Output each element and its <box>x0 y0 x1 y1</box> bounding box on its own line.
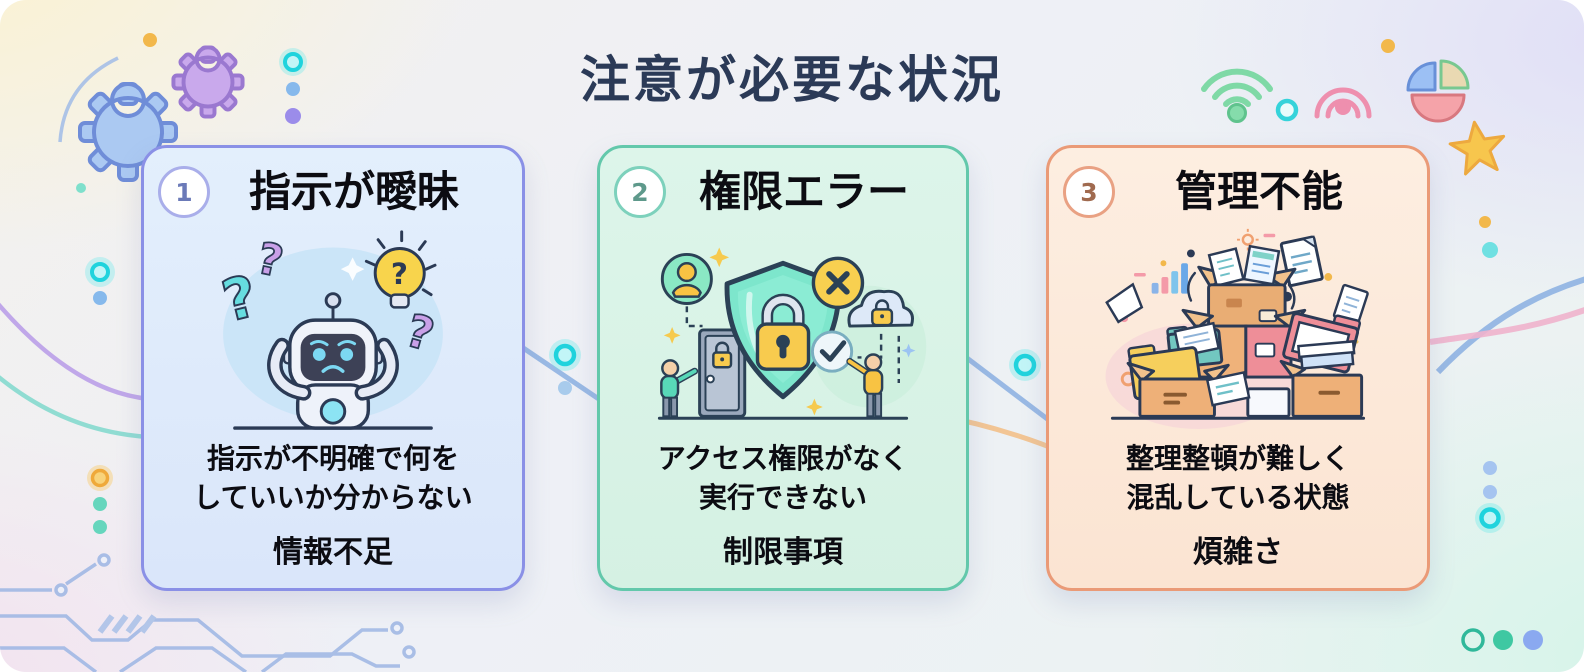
illustration-area <box>1061 224 1415 432</box>
top-box <box>1197 244 1297 330</box>
label-slip <box>1205 371 1251 407</box>
card-unmanageable: 3 管理不能 <box>1046 145 1430 591</box>
illustration-area: ? ? ? ? <box>156 224 510 432</box>
indicator-dot-teal <box>1493 630 1513 650</box>
sparkles <box>663 247 916 416</box>
card-description: 整理整頓が難しく 混乱している状態 <box>1125 442 1350 514</box>
card-permission-error: 2 権限エラー <box>597 145 969 591</box>
card-header: 2 権限エラー <box>604 164 962 218</box>
white-box <box>1246 387 1291 418</box>
illustration-area <box>612 224 954 432</box>
indicator-dot-blue <box>1523 630 1543 650</box>
person-left <box>660 359 699 418</box>
slide-indicator[interactable] <box>1461 628 1543 652</box>
check-badge-icon <box>810 330 854 373</box>
card-title: 指示が曖昧 <box>248 166 459 216</box>
robot <box>267 292 399 430</box>
card-header: 1 指示が曖昧 <box>148 164 518 218</box>
x-badge-icon <box>811 256 865 310</box>
person-right <box>846 353 884 418</box>
indicator-dot-outline <box>1461 628 1485 652</box>
card-header: 3 管理不能 <box>1053 164 1423 218</box>
card-tag: 情報不足 <box>273 535 393 571</box>
messy-boxes-illustration <box>1105 228 1369 430</box>
card-description: アクセス権限がなく 実行できない <box>657 442 909 514</box>
card-title: 管理不能 <box>1174 166 1343 216</box>
user-avatar-icon <box>660 252 713 305</box>
bottom-right-box <box>1279 340 1364 418</box>
card-tag: 煩雑さ <box>1193 535 1283 571</box>
number-badge: 2 <box>614 166 666 218</box>
door <box>698 328 747 418</box>
card-title: 権限エラー <box>698 166 909 216</box>
mini-bar-chart-icon <box>1134 249 1195 294</box>
cloud-lock-icon <box>847 289 914 328</box>
card-description: 指示が不明確で何を していいか分からない <box>193 442 473 514</box>
confused-robot-illustration: ? ? ? ? <box>215 230 443 430</box>
page-title: 注意が必要な状況 <box>580 51 1004 109</box>
number-badge: 3 <box>1063 166 1115 218</box>
padlock-icon <box>755 293 811 371</box>
card-tag: 制限事項 <box>723 535 843 571</box>
star-icon <box>1448 120 1506 176</box>
svg-text:?: ? <box>391 257 408 291</box>
dashed-connectors <box>685 306 900 383</box>
number-badge: 1 <box>158 166 210 218</box>
locked-shield-illustration <box>657 247 927 420</box>
lightbulb-icon: ? <box>364 230 437 309</box>
card-ambiguous-instructions: 1 指示が曖昧 ? ? ? ? <box>141 145 525 591</box>
